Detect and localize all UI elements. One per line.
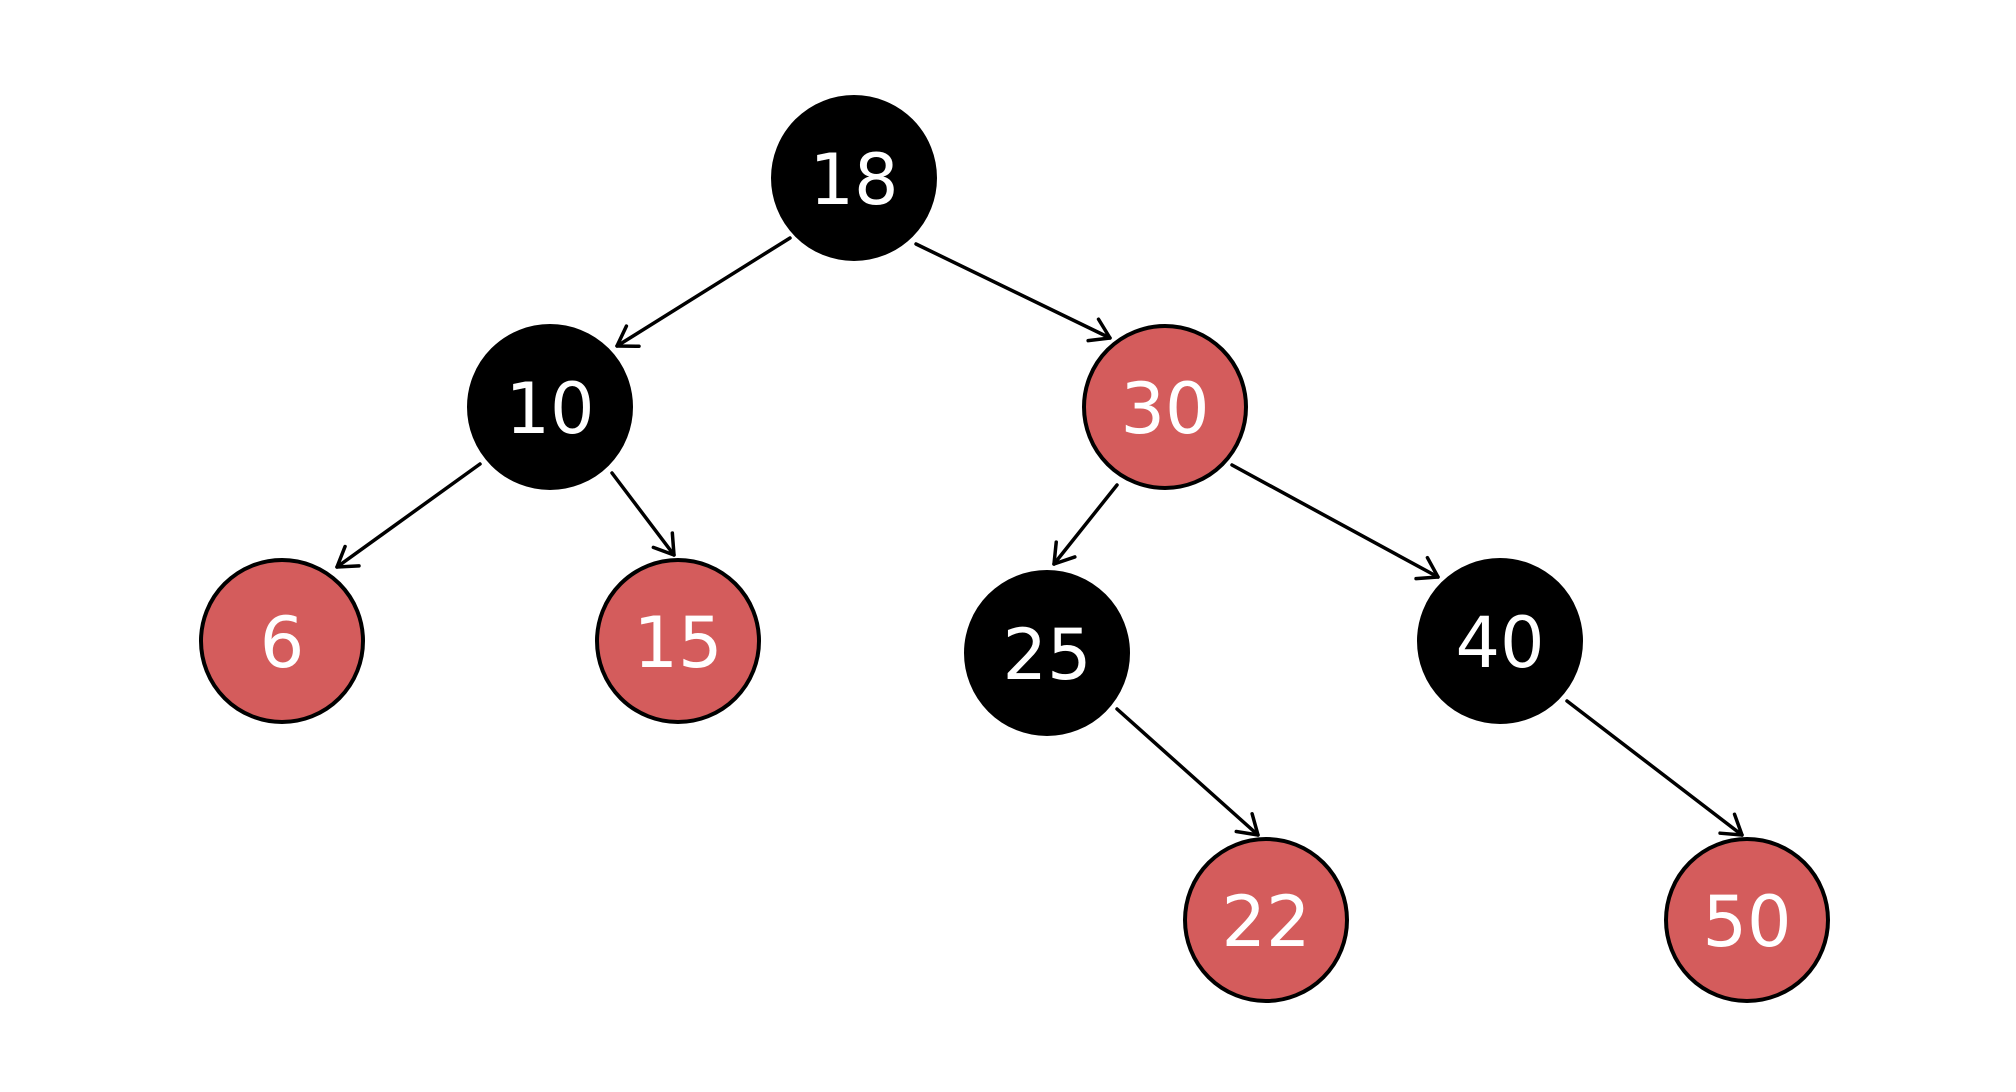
arrowhead-icon	[1234, 812, 1260, 837]
edge-10-to-6	[335, 462, 482, 569]
node-value-label: 30	[1120, 368, 1209, 450]
node-circle-red	[1082, 324, 1248, 490]
node-value-label: 18	[809, 139, 898, 221]
node-value-label: 22	[1221, 881, 1310, 963]
arrowhead-icon	[1052, 540, 1077, 566]
node-value-label: 25	[1002, 614, 1091, 696]
arrowhead-icon	[1414, 555, 1440, 581]
node-circle-black	[771, 95, 937, 261]
node-circle-red	[1183, 837, 1349, 1003]
tree-node-22: 22	[1183, 837, 1349, 1003]
edge-line	[610, 471, 676, 557]
node-value-label: 40	[1455, 602, 1544, 684]
nodes-layer: 18 10 30 6 15 25 40 22 50	[199, 95, 1830, 1003]
node-value-label: 10	[505, 368, 594, 450]
arrowhead-icon	[1718, 812, 1744, 837]
edge-line	[615, 236, 792, 348]
node-circle-black	[1417, 558, 1583, 724]
tree-node-40: 40	[1417, 558, 1583, 724]
edge-18-to-30	[914, 242, 1112, 343]
edge-line	[1115, 707, 1260, 837]
tree-node-30: 30	[1082, 324, 1248, 490]
tree-node-18: 18	[771, 95, 937, 261]
edge-line	[1052, 483, 1119, 566]
node-circle-red	[1664, 837, 1830, 1003]
node-value-label: 6	[260, 602, 305, 684]
edge-10-to-15	[610, 471, 676, 557]
edge-40-to-50	[1565, 699, 1744, 837]
arrowhead-icon	[335, 544, 361, 569]
arrowhead-icon	[651, 531, 676, 557]
node-circle-black	[467, 324, 633, 490]
tree-node-6: 6	[199, 558, 365, 724]
edge-line	[914, 242, 1112, 340]
node-circle-red	[595, 558, 761, 724]
node-circle-black	[964, 570, 1130, 736]
edges-layer	[335, 236, 1744, 837]
edge-line	[1230, 463, 1440, 579]
arrowhead-icon	[1086, 317, 1112, 343]
edge-30-to-25	[1052, 483, 1119, 566]
node-value-label: 50	[1702, 881, 1791, 963]
edge-25-to-22	[1115, 707, 1260, 837]
tree-node-10: 10	[467, 324, 633, 490]
edge-30-to-40	[1230, 463, 1440, 581]
edge-line	[335, 462, 482, 569]
arrowhead-icon	[615, 324, 641, 349]
tree-node-50: 50	[1664, 837, 1830, 1003]
node-circle-red	[199, 558, 365, 724]
edge-line	[1565, 699, 1744, 837]
node-value-label: 15	[633, 602, 722, 684]
edge-18-to-10	[615, 236, 792, 349]
tree-node-15: 15	[595, 558, 761, 724]
tree-node-25: 25	[964, 570, 1130, 736]
